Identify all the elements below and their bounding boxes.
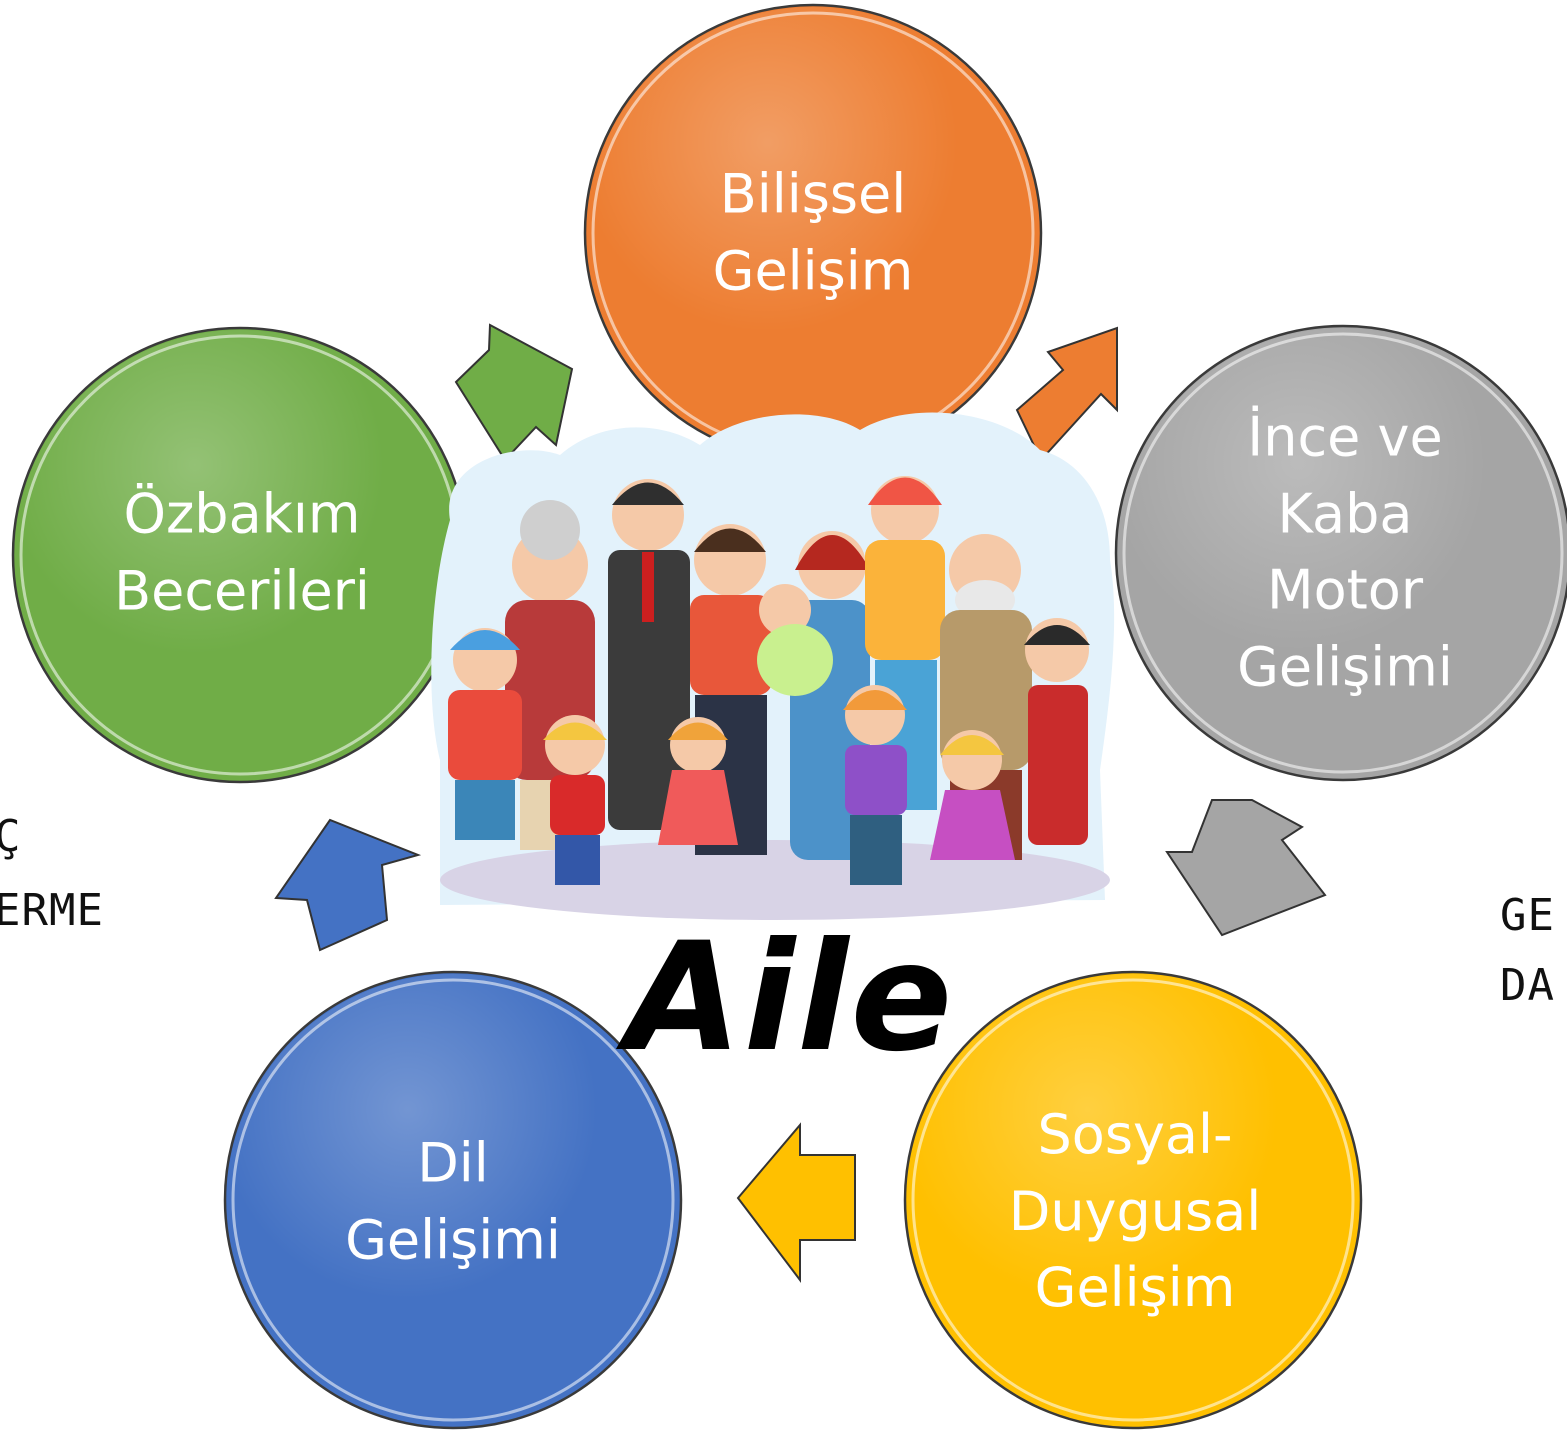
arrow-bilissel-to-motor — [1015, 326, 1118, 462]
arrow-motor-to-sosyal — [1165, 799, 1327, 937]
toddler-boy-figure — [543, 715, 607, 885]
arrow-sosyal-to-dil — [736, 1122, 856, 1283]
node-label-sosyal: Sosyal-Duygusal Gelişim — [1008, 1102, 1262, 1320]
arrow-dil-to-ozbakim — [274, 818, 422, 952]
edge-text-left-top: Ç — [0, 811, 22, 862]
boy-cap-figure — [448, 628, 522, 840]
boy-purple-figure — [843, 685, 907, 885]
center-title: Aile — [625, 911, 955, 1085]
baby-figure — [757, 584, 833, 696]
family-illustration — [431, 412, 1115, 920]
girl-pigtail-figure — [1024, 618, 1090, 845]
girl-pink-figure — [930, 730, 1015, 860]
edge-text-left: ERME — [0, 885, 104, 936]
toddler-girl-figure — [658, 717, 738, 845]
edge-text-right-2: DA — [1500, 960, 1555, 1011]
grandfather-suit-figure — [608, 479, 690, 830]
edge-text-right-1: GE — [1500, 890, 1555, 941]
arrow-ozbakim-to-bilissel — [454, 323, 574, 462]
